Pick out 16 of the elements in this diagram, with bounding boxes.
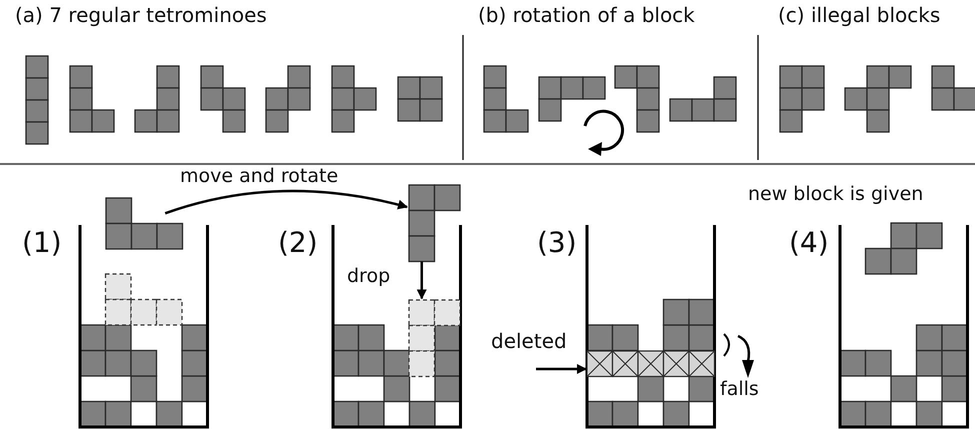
panel-title: (b) rotation of a block bbox=[478, 4, 695, 26]
tetromino-drawing bbox=[104, 197, 183, 250]
caption-text: falls bbox=[720, 379, 759, 400]
tetromino-drawing bbox=[408, 184, 461, 262]
deleted-row-drawing bbox=[586, 350, 716, 377]
label-text: deleted bbox=[491, 329, 567, 353]
step-number: (2) bbox=[278, 228, 318, 259]
ghost-piece-drawing bbox=[408, 298, 461, 377]
step-number: (1) bbox=[22, 228, 62, 259]
step-number: (3) bbox=[537, 228, 577, 259]
edge-label: drop bbox=[347, 266, 390, 287]
panel-title: (a) 7 regular tetrominoes bbox=[15, 4, 267, 26]
caption-text: new block is given bbox=[748, 184, 924, 205]
panel-title: (c) illegal blocks bbox=[778, 4, 940, 26]
step-number: (4) bbox=[789, 228, 829, 259]
edge-label: move and rotate bbox=[180, 166, 338, 187]
